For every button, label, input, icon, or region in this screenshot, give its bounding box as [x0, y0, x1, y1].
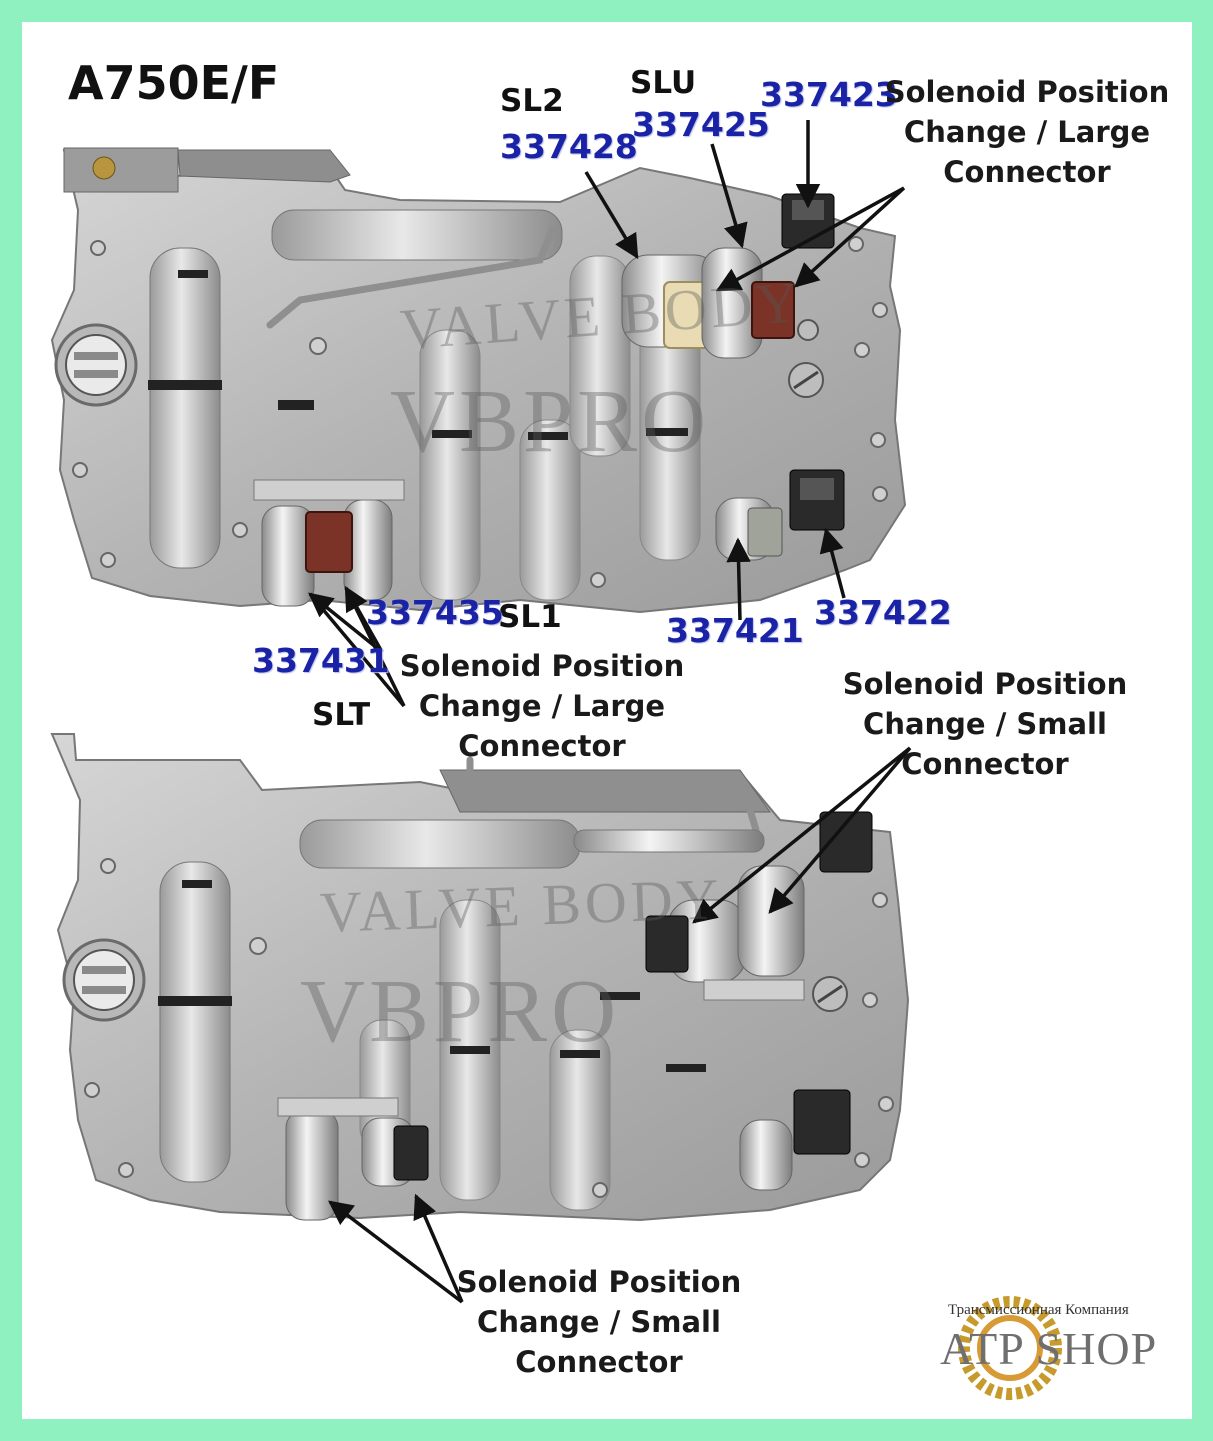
note-line: Change / Small: [477, 1305, 721, 1339]
part-number-337421: 337421: [666, 611, 804, 650]
watermark-vbpro-top: VBPRO: [390, 372, 711, 471]
note-line: Change / Large: [903, 115, 1151, 149]
note-line: Solenoid Position: [399, 649, 685, 683]
note-lower-right: Solenoid Position Change / Small Connect…: [840, 664, 1130, 784]
note-line: Solenoid Position: [884, 75, 1170, 109]
note-line: Connector: [515, 1345, 683, 1379]
part-number-337428: 337428: [500, 127, 638, 166]
solenoid-sl2: SL2: [500, 83, 564, 119]
note-top-right: Solenoid Position Change / Large Connect…: [884, 72, 1170, 192]
note-line: Change / Small: [863, 707, 1107, 741]
note-line: Change / Large: [418, 689, 666, 723]
part-number-337435: 337435: [366, 593, 504, 632]
note-lower-bottom: Solenoid Position Change / Small Connect…: [454, 1262, 744, 1382]
logo-brand: ATP SHOP: [940, 1323, 1158, 1374]
solenoid-slt: SLT: [312, 697, 371, 733]
note-line: Connector: [943, 155, 1111, 189]
logo-tagline: Трансмиссионная Компания: [948, 1302, 1129, 1318]
solenoid-slu: SLU: [630, 65, 697, 101]
part-number-337425: 337425: [632, 105, 770, 144]
part-number-337431: 337431: [252, 641, 390, 680]
callout-arrows: [308, 120, 912, 1304]
watermark-vbpro-bottom: VBPRO: [300, 962, 621, 1061]
note-line: Connector: [458, 729, 626, 763]
solenoid-sl1: SL1: [498, 599, 562, 635]
page-title: A750E/F: [68, 56, 280, 110]
watermark-bottom: VALVE BODY: [318, 865, 724, 946]
top-valve-body: [50, 147, 907, 614]
note-line: Connector: [901, 747, 1069, 781]
bottom-valve-body: [50, 733, 910, 1222]
part-number-337422: 337422: [814, 593, 952, 632]
note-top-bottom: Solenoid Position Change / Large Connect…: [396, 646, 688, 766]
note-line: Solenoid Position: [842, 667, 1128, 701]
part-number-337423: 337423: [760, 75, 898, 114]
note-line: Solenoid Position: [456, 1265, 742, 1299]
logo-gear: [958, 1296, 1062, 1400]
